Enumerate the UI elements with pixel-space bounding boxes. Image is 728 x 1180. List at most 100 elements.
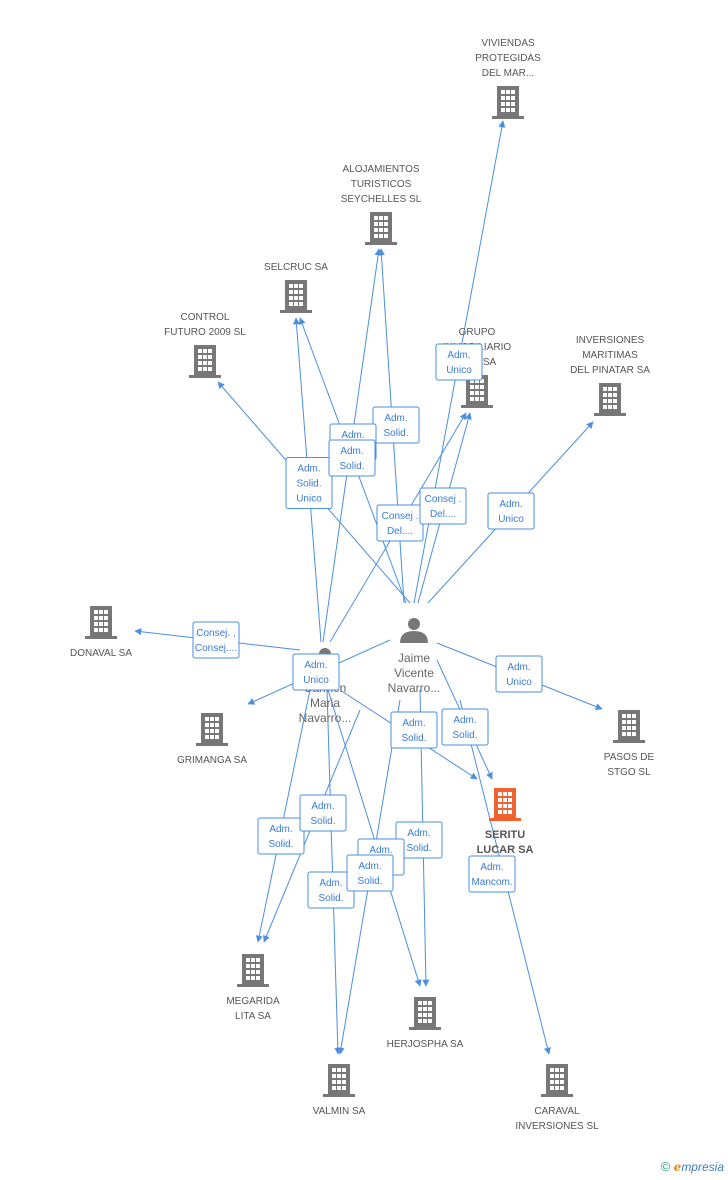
building-icon [237,954,269,987]
edge-label-box [468,855,516,893]
edge-carmen-megarida [255,689,311,943]
edge-label-text: Adm. [269,824,292,835]
company-label: FUTURO 2009 SL [164,327,246,338]
edge-label-box [192,621,240,659]
building-icon [409,997,441,1030]
edge-role-label[interactable]: Consej .Del.... [376,504,424,542]
edge-role-label[interactable]: Adm. Solid. [390,711,438,749]
building-icon [489,788,521,821]
company-label: INVERSIONES [576,335,645,346]
edge-label-text: Consej . [382,511,419,522]
edge-label-box [419,487,467,525]
edge-label-box [299,794,347,832]
building-icon [365,212,397,245]
company-node-selcruc[interactable]: SELCRUC SA [264,262,328,313]
company-label: LITA SA [235,1011,271,1022]
company-node-valmin[interactable]: VALMIN SA [313,1064,366,1117]
building-icon [613,710,645,743]
person-label: Navarro... [388,681,441,695]
company-label: SELCRUC SA [264,262,328,273]
edge-label-text: Adm. [507,662,530,673]
edge-label-box [257,817,305,855]
edge-label-text: Solid. [452,730,477,741]
edge-role-label[interactable]: Adm.Unico [495,655,543,693]
company-node-grimanga[interactable]: GRIMANGA SA [177,713,247,766]
building-icon [323,1064,355,1097]
company-label: ALOJAMIENTOS [342,164,419,175]
company-label: SERITU [485,829,525,841]
company-label: STGO SL [607,767,651,778]
company-label: CARAVAL [534,1106,580,1117]
company-label: SEYCHELLES SL [341,194,422,205]
company-label: CONTROL [181,312,230,323]
building-icon [280,280,312,313]
person-label: Jaime [398,651,430,665]
edge-role-label[interactable]: Adm. Solid. [257,817,305,855]
edge-label-text: Consej . [425,494,462,505]
edge-label-text: Unico [303,675,329,686]
company-label: PROTEGIDAS [475,53,541,64]
edge-label-box [441,708,489,746]
brand-footer[interactable]: © empresia [661,1159,724,1174]
company-label: INVERSIONES SL [515,1121,599,1132]
edge-role-label[interactable]: Adm. Solid. [441,708,489,746]
building-icon [196,713,228,746]
edge-label-text: Adm. [384,413,407,424]
company-label: VIVIENDAS [481,38,535,49]
edge-role-label[interactable]: Adm.Solid. [372,406,420,444]
edge-label-text: Adm. [402,718,425,729]
edge-label-text: Adm. [480,862,503,873]
edge-carmen-herjospha [327,689,422,987]
edge-label-text: Solid. [401,733,426,744]
company-node-herjospha[interactable]: HERJOSPHA SA [387,997,464,1050]
edge-role-label[interactable]: Adm.Unico [487,492,535,530]
edge-label-text: Adm. [340,446,363,457]
brand-logo-text: mpresia [681,1160,724,1174]
building-icon [189,345,221,378]
edge-label-text: Consej.... [195,643,237,654]
edge-role-label[interactable]: Adm.Solid. [346,854,394,892]
building-icon [85,606,117,639]
edge-label-text: Adm. [447,350,470,361]
company-node-megarida[interactable]: MEGARIDA LITA SA [226,954,280,1022]
edge-label-text: Adm. [311,801,334,812]
edge-label-box [435,343,483,381]
edge-label-box [346,854,394,892]
edge-label-text: Mancom. [471,877,512,888]
edge-role-label[interactable]: Adm. Unico [435,343,483,381]
edge-role-label[interactable]: Consej. , Consej.... [192,621,240,659]
edge-label-box [285,457,333,509]
company-node-control[interactable]: CONTROL FUTURO 2009 SL [164,312,246,378]
person-label: Vicente [394,666,434,680]
edge-label-text: Adm. [319,878,342,889]
edge-role-label[interactable]: Adm.Solid.Unico [285,457,333,509]
edge-label-text: Solid. [318,893,343,904]
person-node-jaime[interactable]: JaimeVicenteNavarro... [388,618,441,695]
edge-role-label[interactable]: Adm. Mancom. [468,855,516,893]
company-label: MEGARIDA [226,996,280,1007]
edge-role-label[interactable]: Adm.Solid. [328,439,376,477]
company-label: DONAVAL SA [70,648,132,659]
edge-label-text: Unico [446,365,472,376]
company-node-donaval[interactable]: DONAVAL SA [70,606,132,659]
edge-label-text: Del.... [430,509,456,520]
company-label: MARITIMAS [582,350,638,361]
edge-label-box [495,655,543,693]
company-node-caraval[interactable]: CARAVAL INVERSIONES SL [515,1064,599,1132]
edge-role-label[interactable]: Consej . Del.... [419,487,467,525]
edge-label-text: Adm. [453,715,476,726]
edge-label-text: Adm. [297,464,320,475]
edge-label-text: Solid. [268,839,293,850]
edge-role-label[interactable]: Adm.Solid. [299,794,347,832]
person-icon [400,618,428,643]
company-node-viviendas[interactable]: VIVIENDAS PROTEGIDAS DEL MAR... [475,38,541,119]
edge-role-label[interactable]: Adm.Unico [292,653,340,691]
company-label: DEL MAR... [482,68,534,79]
edge-label-text: Consej. , [196,628,235,639]
company-label: VALMIN SA [313,1106,366,1117]
